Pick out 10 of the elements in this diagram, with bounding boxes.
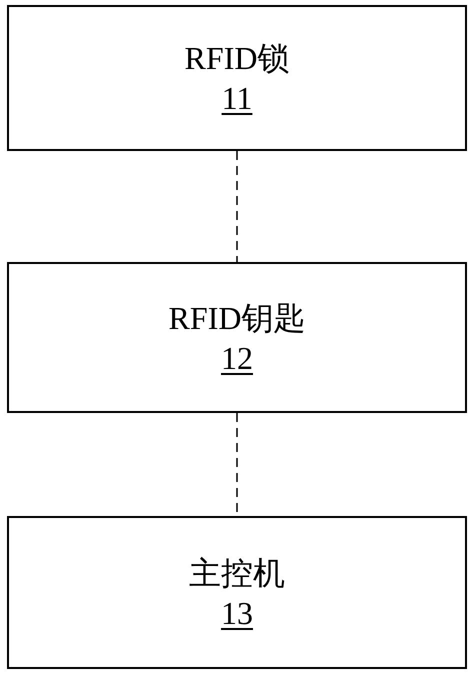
dashed-connector — [236, 151, 238, 262]
reference-number: 11 — [222, 79, 252, 118]
component-name: RFID钥匙 — [168, 298, 306, 338]
reference-number: 13 — [221, 594, 253, 632]
reference-number: 12 — [221, 338, 253, 378]
component-name: 主控机 — [189, 554, 285, 592]
component-box — [7, 262, 467, 413]
component-box — [7, 516, 467, 669]
component-box — [7, 5, 467, 151]
component-name: RFID锁 — [184, 39, 290, 78]
